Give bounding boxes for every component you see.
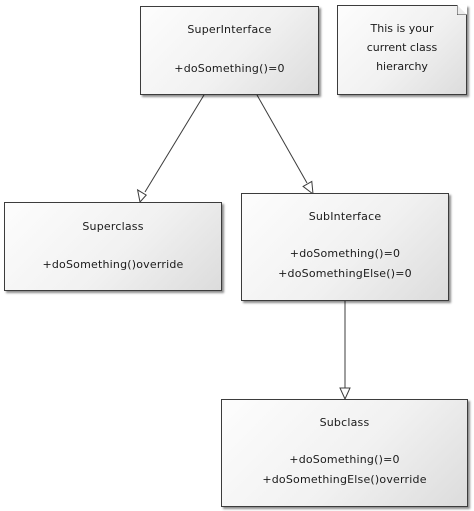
class-node-subinterface[interactable]: SubInterface +doSomething()=0 +doSomethi… (241, 193, 449, 301)
class-name: SubInterface (308, 210, 382, 223)
generalization-arrowhead (136, 188, 147, 204)
note-fold-corner (457, 5, 467, 15)
class-name: SuperInterface (187, 23, 272, 36)
class-member: +doSomething()=0 (289, 453, 400, 466)
edge-subclass-to-subinterface (339, 301, 351, 401)
class-member: +doSomethingElse()=0 (278, 267, 412, 280)
class-name: Superclass (82, 220, 144, 233)
note-box[interactable]: This is your current class hierarchy (337, 5, 467, 95)
note-line: current class (366, 41, 438, 54)
class-member: +doSomething()=0 (289, 247, 401, 260)
edge-subinterface-to-superinterface (256, 94, 314, 196)
class-name: Subclass (319, 416, 370, 429)
generalization-arrowhead (339, 387, 351, 401)
class-node-subclass[interactable]: Subclass +doSomething()=0 +doSomethingEl… (221, 399, 468, 507)
class-node-superinterface[interactable]: SuperInterface +doSomething()=0 (140, 6, 319, 95)
class-member: +doSomething()=0 (174, 62, 285, 75)
edge-superclass-to-superinterface (136, 94, 205, 204)
class-node-superclass[interactable]: Superclass +doSomething()override (4, 202, 222, 291)
note-line: This is your (370, 22, 434, 35)
note-line: hierarchy (376, 60, 428, 73)
generalization-arrowhead (302, 180, 314, 196)
class-member: +doSomethingElse()override (262, 473, 427, 486)
class-member: +doSomething()override (42, 258, 184, 271)
